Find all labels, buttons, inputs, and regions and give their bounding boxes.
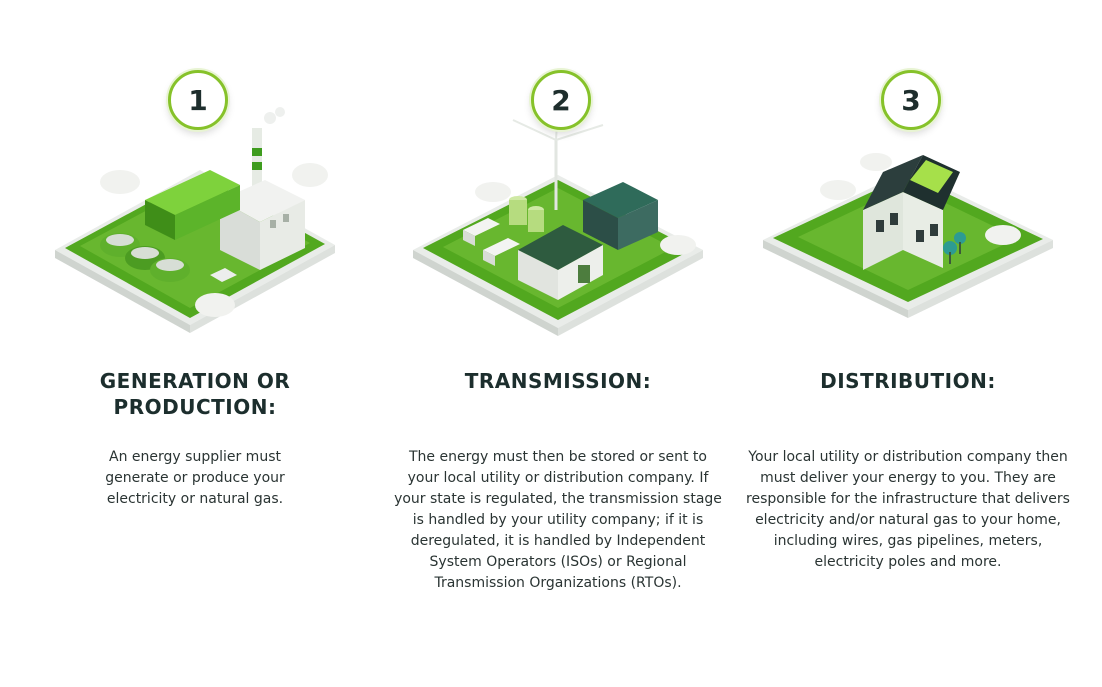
power-plant-icon — [25, 100, 365, 340]
step-description: An energy supplier must generate or prod… — [105, 449, 285, 507]
step-description: The energy must then be stored or sent t… — [394, 449, 722, 591]
step-number-badge: 2 — [531, 70, 591, 130]
step-number-badge: 3 — [881, 70, 941, 130]
step-title: TRANSMISSION: — [464, 369, 652, 393]
step-generation: 1 — [25, 0, 365, 687]
step-distribution: 3 — [738, 0, 1078, 687]
step-title: GENERATION OR PRODUCTION: — [99, 369, 291, 419]
step-description: Your local utility or distribution compa… — [746, 449, 1070, 570]
house-solar-icon — [738, 100, 1078, 340]
step-number-badge: 1 — [168, 70, 228, 130]
transmission-grid-icon — [388, 100, 728, 340]
step-title: DISTRIBUTION: — [820, 369, 996, 393]
step-transmission: 2 — [388, 0, 728, 687]
